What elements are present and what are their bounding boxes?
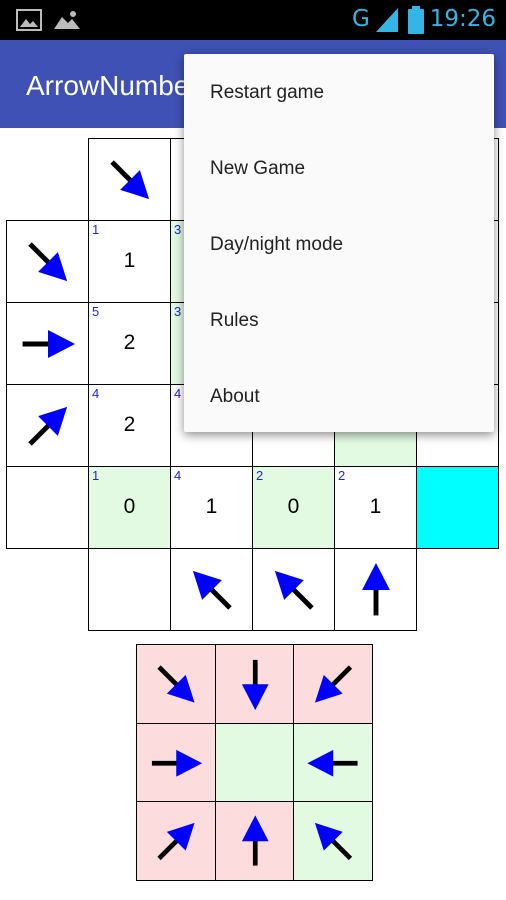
image-icon — [16, 9, 42, 31]
board-arrow-cell[interactable] — [6, 220, 89, 303]
arrow-up-left-icon — [274, 570, 314, 610]
picker-cell[interactable] — [293, 722, 373, 802]
cell-corner-number: 4 — [174, 386, 182, 401]
cell-corner-number: 2 — [338, 468, 346, 483]
network-type-label: G — [352, 6, 370, 32]
arrow-up-right-icon — [157, 822, 195, 861]
menu-item-rules[interactable]: Rules — [210, 310, 259, 331]
cell-value: 2 — [123, 413, 136, 436]
board-number-cell[interactable] — [416, 466, 499, 549]
arrow-up-icon — [241, 815, 269, 866]
menu-item-about[interactable]: About — [210, 386, 260, 407]
arrow-up-left-icon — [192, 570, 232, 610]
board-arrow-cell[interactable] — [6, 384, 89, 467]
board-arrow-cell[interactable] — [88, 548, 171, 631]
clock: 19:26 — [429, 6, 496, 32]
menu-item-new-game[interactable]: New Game — [210, 158, 306, 179]
board-arrow-cell[interactable] — [170, 548, 253, 631]
cell-corner-number: 4 — [92, 386, 100, 401]
cell-value: 1 — [369, 495, 382, 518]
cell-value: 0 — [123, 495, 136, 518]
picker-cell[interactable] — [136, 801, 216, 881]
picker-cell[interactable] — [293, 801, 373, 881]
arrow-up-icon — [362, 562, 390, 616]
arrow-up-left-icon — [314, 822, 353, 861]
cell-corner-number: 1 — [92, 222, 100, 237]
cell-corner-number: 1 — [92, 468, 100, 483]
menu-item-day-night-mode[interactable]: Day/night mode — [210, 234, 344, 255]
picker-cell[interactable] — [214, 644, 294, 724]
signal-icon — [376, 8, 398, 32]
battery-icon — [408, 6, 424, 34]
board-arrow-cell[interactable] — [6, 466, 89, 549]
board-arrow-cell[interactable] — [6, 302, 89, 385]
menu-item-restart-game[interactable]: Restart game — [210, 82, 325, 103]
picker-cell[interactable] — [136, 644, 216, 724]
overflow-menu: Restart game New Game Day/night mode Rul… — [184, 54, 494, 432]
arrow-down-right-icon — [157, 665, 195, 703]
cloud-icon — [54, 11, 80, 29]
cell-value: 0 — [287, 495, 300, 518]
arrow-left-icon — [307, 749, 358, 777]
picker-cell[interactable] — [293, 644, 373, 724]
arrow-right-icon — [151, 749, 203, 777]
arrow-down-right-icon — [110, 160, 150, 200]
cell-corner-number: 3 — [174, 222, 182, 237]
cell-corner-number: 3 — [174, 304, 182, 319]
board-arrow-cell[interactable] — [88, 138, 171, 221]
arrow-up-right-icon — [28, 406, 68, 446]
arrow-down-right-icon — [28, 242, 68, 282]
cell-corner-number: 5 — [92, 304, 100, 319]
arrow-down-left-icon — [314, 665, 353, 703]
board-arrow-cell[interactable] — [252, 548, 335, 631]
cell-value: 1 — [205, 495, 218, 518]
picker-cell[interactable] — [214, 722, 294, 802]
cell-value: 2 — [123, 331, 136, 354]
cell-corner-number: 2 — [256, 468, 264, 483]
cell-value: 1 — [123, 249, 136, 272]
app-title: ArrowNumbers — [26, 70, 213, 101]
arrow-right-icon — [22, 330, 76, 358]
board-arrow-cell[interactable] — [334, 548, 417, 631]
picker-cell[interactable] — [136, 722, 216, 802]
status-bar: G 19:26 — [0, 0, 506, 40]
arrow-down-icon — [241, 659, 269, 711]
cell-corner-number: 4 — [174, 468, 182, 483]
picker-cell[interactable] — [214, 801, 294, 881]
